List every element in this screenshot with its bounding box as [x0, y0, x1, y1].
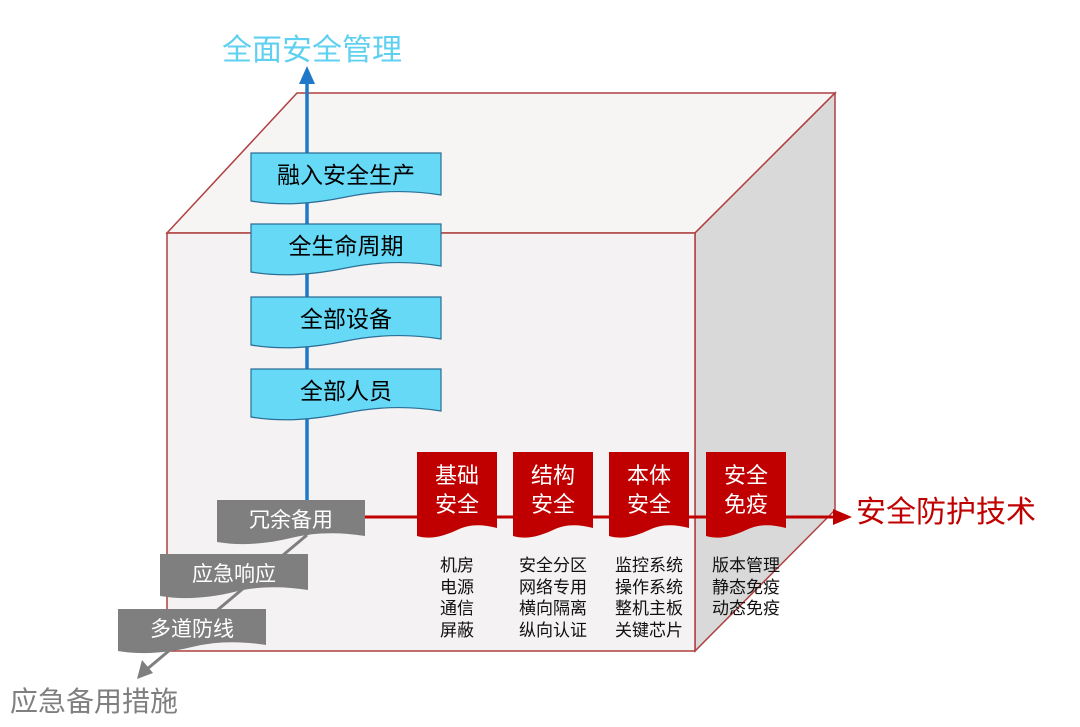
tech-items-immunity: 版本管理 静态免疫 动态免疫 — [698, 556, 794, 621]
tech-heading-body-line1: 本体 — [626, 464, 671, 489]
backup-label-multi-defense: 多道防线 — [150, 617, 234, 641]
tech-heading-basic-line1: 基础 — [434, 464, 479, 489]
tech-item: 关键芯片 — [615, 620, 683, 641]
step-label-integrate-production: 融入安全生产 — [277, 163, 415, 189]
step-box-lifecycle — [250, 223, 442, 276]
tech-item: 版本管理 — [712, 556, 780, 576]
tech-item: 机房 — [440, 556, 474, 576]
step-box-all-personnel — [250, 368, 442, 421]
tech-heading-immunity-line1: 安全 — [723, 464, 768, 489]
step-box-integrate-production — [250, 152, 442, 205]
management-axis-arrowhead — [299, 66, 315, 84]
tech-box-immunity — [706, 452, 786, 538]
tech-item: 动态免疫 — [712, 599, 780, 619]
tech-box-body — [609, 452, 689, 538]
tech-heading-body-line2: 安全 — [626, 493, 671, 518]
tech-heading-basic: 基础 安全 — [430, 462, 484, 520]
tech-heading-structure-line2: 安全 — [530, 493, 575, 518]
tech-heading-basic-line2: 安全 — [434, 493, 479, 518]
backup-label-redundancy: 冗余备用 — [249, 508, 333, 532]
tech-heading-structure: 结构 安全 — [526, 462, 580, 520]
tech-item: 网络专用 — [519, 577, 587, 598]
tech-box-basic — [417, 452, 497, 538]
step-label-all-equipment: 全部设备 — [300, 307, 392, 333]
step-label-lifecycle: 全生命周期 — [288, 234, 404, 260]
tech-item: 静态免疫 — [712, 577, 780, 598]
tech-item: 电源 — [440, 577, 474, 598]
tech-box-structure — [513, 452, 593, 538]
step-box-all-equipment — [250, 296, 442, 349]
backup-box-multi-defense — [118, 609, 266, 654]
management-axis-title: 全面安全管理 — [222, 33, 402, 68]
tech-items-basic: 机房 电源 通信 屏蔽 — [409, 556, 505, 642]
tech-items-structure: 安全分区 网络专用 横向隔离 纵向认证 — [505, 556, 601, 642]
tech-item: 通信 — [440, 599, 474, 619]
tech-heading-immunity-line2: 免疫 — [723, 493, 768, 518]
backup-axis-title: 应急备用措施 — [10, 685, 179, 718]
backup-axis-arrowhead — [137, 660, 153, 679]
tech-item: 整机主板 — [615, 599, 683, 619]
tech-item: 安全分区 — [519, 556, 587, 576]
tech-axis-title: 安全防护技术 — [856, 495, 1036, 530]
tech-item: 纵向认证 — [519, 620, 587, 641]
tech-item: 屏蔽 — [440, 620, 474, 641]
backup-box-redundancy — [217, 500, 365, 545]
step-label-all-personnel: 全部人员 — [300, 379, 392, 405]
tech-heading-structure-line1: 结构 — [530, 464, 575, 489]
backup-box-emergency — [160, 554, 308, 599]
tech-items-body: 监控系统 操作系统 整机主板 关键芯片 — [601, 556, 697, 642]
tech-axis-arrowhead — [833, 509, 852, 525]
backup-label-emergency: 应急响应 — [192, 562, 276, 586]
tech-heading-body: 本体 安全 — [622, 462, 676, 520]
tech-heading-immunity: 安全 免疫 — [719, 462, 773, 520]
tech-item: 操作系统 — [615, 577, 683, 598]
tech-item: 横向隔离 — [519, 599, 587, 619]
tech-item: 监控系统 — [615, 556, 683, 576]
